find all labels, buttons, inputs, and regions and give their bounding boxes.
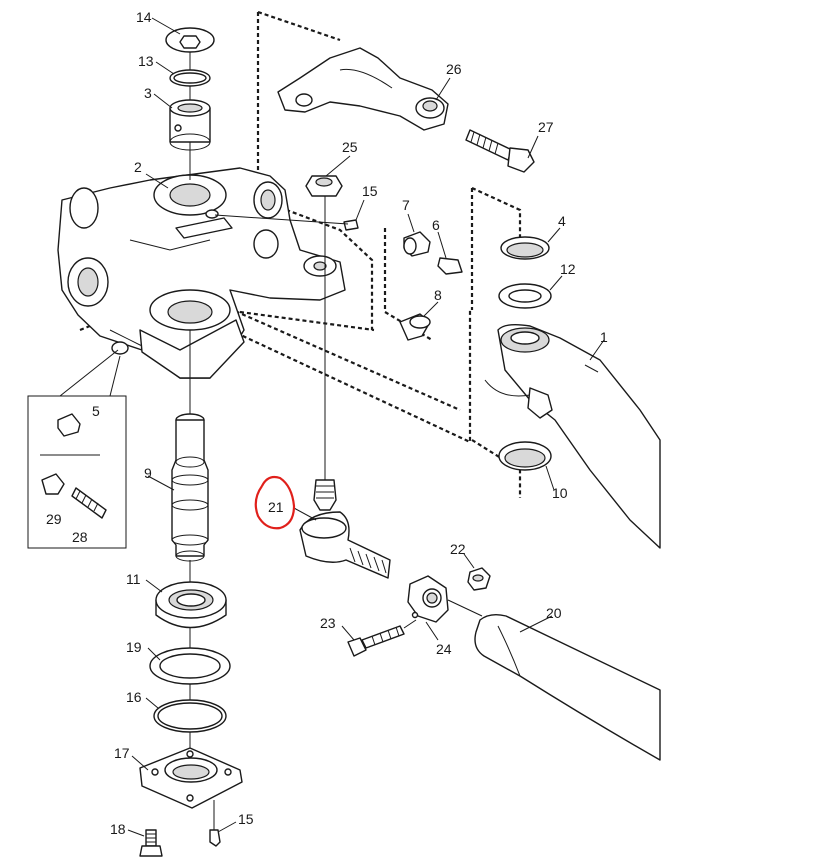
label-part-21: 21 <box>268 499 284 515</box>
part-8-bush <box>399 313 431 341</box>
label-part-24: 24 <box>436 641 452 657</box>
label-part-26: 26 <box>446 61 462 77</box>
label-part-12: 12 <box>560 261 576 277</box>
part-21-tie-rod-end <box>299 479 391 579</box>
part-3-bushing <box>169 99 211 151</box>
label-part-28: 28 <box>72 529 88 545</box>
label-part-23: 23 <box>320 615 336 631</box>
part-18-bolt <box>139 829 163 857</box>
part-14-cap <box>165 27 215 53</box>
label-part-5: 5 <box>92 403 100 419</box>
part-1-axle-beam <box>484 323 661 549</box>
part-4-seal <box>500 236 550 260</box>
label-part-14: 14 <box>136 9 152 25</box>
part-16-o-ring <box>153 699 227 733</box>
part-27-bolt <box>465 129 535 173</box>
label-part-22: 22 <box>450 541 466 557</box>
part-15-grease-nipple-bottom <box>209 800 221 847</box>
label-part-10: 10 <box>552 485 568 501</box>
part-12-washer <box>498 283 552 309</box>
part-9-kingpin <box>171 413 209 562</box>
label-part-1: 1 <box>600 329 608 345</box>
part-20-tie-rod-tube <box>447 599 661 761</box>
label-part-17: 17 <box>114 745 130 761</box>
label-part-15-bottom: 15 <box>238 811 254 827</box>
part-6-plug <box>437 257 463 275</box>
part-7-bush <box>403 231 431 257</box>
label-part-19: 19 <box>126 639 142 655</box>
label-part-29: 29 <box>46 511 62 527</box>
label-part-6: 6 <box>432 217 440 233</box>
label-part-18: 18 <box>110 821 126 837</box>
label-part-13: 13 <box>138 53 154 69</box>
part-25-nut <box>305 175 343 197</box>
label-part-4: 4 <box>558 213 566 229</box>
part-19-shim <box>149 647 231 685</box>
label-part-27: 27 <box>538 119 554 135</box>
label-part-11: 11 <box>126 571 141 587</box>
label-part-20: 20 <box>546 605 562 621</box>
part-11-bearing <box>155 581 227 629</box>
part-2-knuckle-housing <box>57 167 346 379</box>
part-24-clamp <box>407 575 449 623</box>
label-part-8: 8 <box>434 287 442 303</box>
inset-box <box>27 349 127 549</box>
part-26-steering-arm <box>277 47 449 131</box>
part-10-seal <box>498 441 552 471</box>
part-17-bottom-plate <box>139 747 243 809</box>
label-part-16: 16 <box>126 689 142 705</box>
label-part-9: 9 <box>144 465 152 481</box>
label-part-3: 3 <box>144 85 152 101</box>
part-13-o-ring <box>169 69 211 87</box>
label-part-25: 25 <box>342 139 358 155</box>
part-labels: 14 13 3 2 25 15 7 6 8 26 27 4 12 1 10 5 … <box>46 9 608 837</box>
part-23-bolt <box>347 619 417 657</box>
label-part-7: 7 <box>402 197 410 213</box>
leader-lines <box>127 17 605 837</box>
part-15-grease-nipple-top <box>214 214 359 231</box>
part-22-nut <box>467 567 491 591</box>
highlight-circle <box>254 475 296 530</box>
label-part-2: 2 <box>134 159 142 175</box>
label-part-15-top: 15 <box>362 183 378 199</box>
